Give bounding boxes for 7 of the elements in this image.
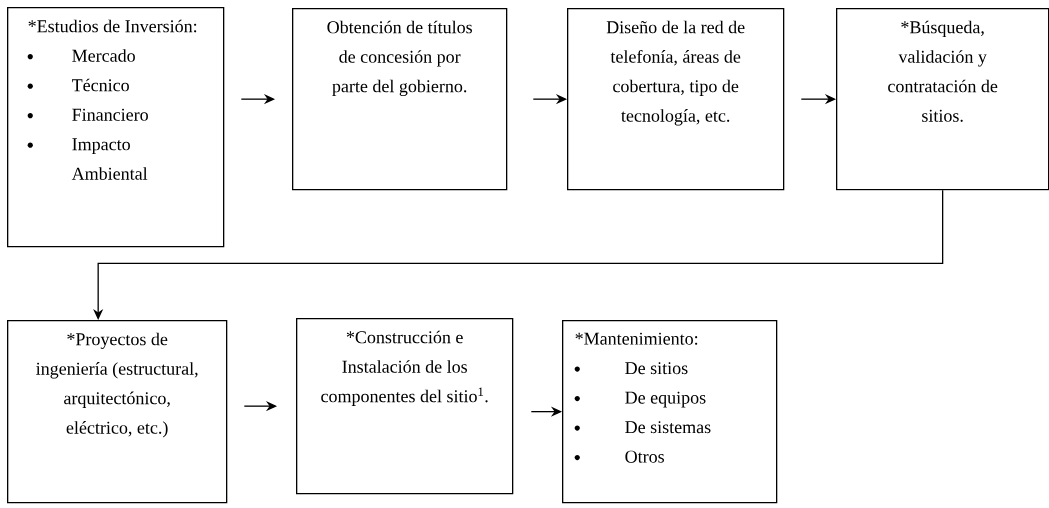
process-box: *Estudios de Inversión: Mercado Técnico Financiero Impacto Ambiental xyxy=(7,7,225,248)
process-box: Obtención de títulos de concesión por parte del gobierno. xyxy=(292,8,508,191)
process-box: Diseño de la red de telefonía, áreas de cobertura, tipo de tecnología, etc. xyxy=(567,8,785,191)
process-box: *Mantenimiento: De sitios De equipos De sistemas Otros xyxy=(562,320,778,504)
process-box: *Construcción e Instalación de los componentes del sitio$^{1}$. xyxy=(296,318,514,495)
process-box: *Búsqueda, validación y contratación de sitios. xyxy=(836,8,1049,191)
process-box: *Proyectos de ingeniería (estructural, arquitectónico, eléctrico, etc.) xyxy=(7,320,228,504)
